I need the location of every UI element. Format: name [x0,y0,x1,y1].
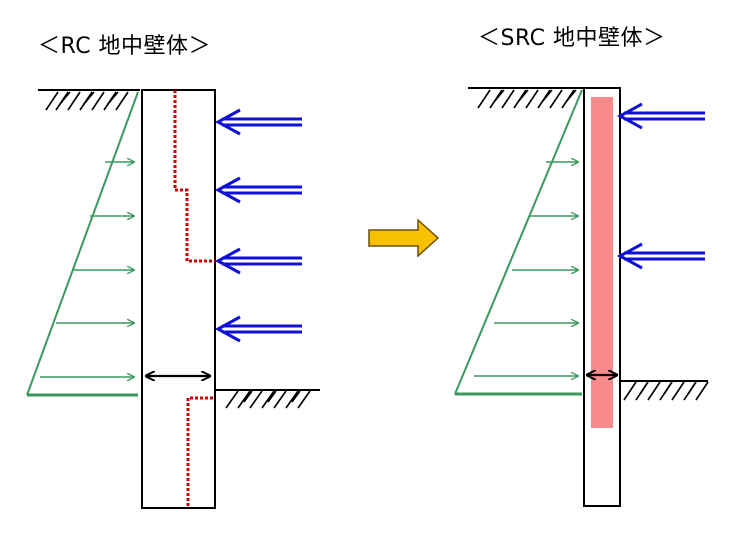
ground-surface-left-lower [215,389,320,409]
src-wall-title: ＜SRC 地中壁体＞ [478,26,666,51]
rc-wall-diagram [26,89,320,509]
water-pressure-arrow [214,247,302,275]
earth-pressure-diagram-left [26,91,139,397]
rebar-line-lower [186,396,213,508]
water-pressure-arrow [616,102,705,130]
transition-arrow [368,218,440,258]
rc-wall-title: ＜RC 地中壁体＞ [38,34,212,59]
steel-section [591,97,613,428]
water-pressure-arrow [616,242,705,270]
src-wall-diagram [454,87,709,507]
water-pressure-arrow [214,176,302,204]
earth-pressure-diagram-right [454,89,583,396]
earth-pressure-arrows-left [40,162,134,377]
rebar-line-upper [173,90,215,263]
water-pressure-arrow [214,315,302,343]
water-pressure-arrows-right [616,102,705,270]
ground-surface-right-upper [468,87,585,109]
rc-wall-body [141,89,216,509]
ground-surface-right-lower [620,380,709,401]
ground-surface-left-upper [38,89,140,111]
water-pressure-arrow [214,108,302,136]
earth-pressure-arrows-right [474,162,578,376]
water-pressure-arrows-left [214,108,302,343]
